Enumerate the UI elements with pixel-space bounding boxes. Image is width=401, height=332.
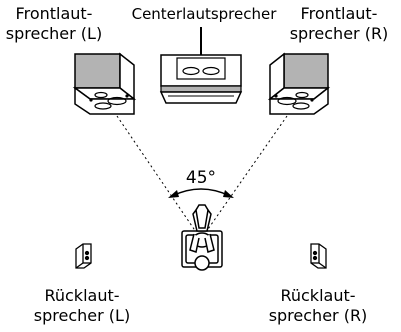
listener-icon bbox=[181, 204, 223, 271]
rear-left-label-line2: sprecher (L) bbox=[34, 306, 130, 325]
right-sightline bbox=[205, 115, 288, 233]
angle-arrow-right bbox=[223, 190, 234, 198]
front-left-label-line1: Frontlaut- bbox=[16, 4, 93, 23]
rear-right-speaker bbox=[310, 243, 327, 269]
rear-right-label-line2: sprecher (R) bbox=[269, 306, 368, 325]
front-right-label-line1: Frontlaut- bbox=[301, 4, 378, 23]
angle-arc bbox=[171, 188, 231, 197]
center-label: Centerlautsprecher bbox=[132, 5, 278, 23]
center-speaker bbox=[159, 54, 243, 104]
rear-left-speaker bbox=[75, 243, 92, 269]
front-right-speaker bbox=[267, 52, 331, 115]
front-left-speaker bbox=[72, 52, 137, 115]
angle-label: 45° bbox=[186, 168, 216, 188]
front-right-label-line2: sprecher (R) bbox=[290, 24, 389, 43]
left-sightline bbox=[116, 115, 197, 233]
rear-right-label-line1: Rücklaut- bbox=[280, 286, 355, 305]
front-left-label-line2: sprecher (L) bbox=[6, 24, 102, 43]
angle-arrow-left bbox=[168, 190, 179, 198]
rear-left-label-line1: Rücklaut- bbox=[44, 286, 119, 305]
